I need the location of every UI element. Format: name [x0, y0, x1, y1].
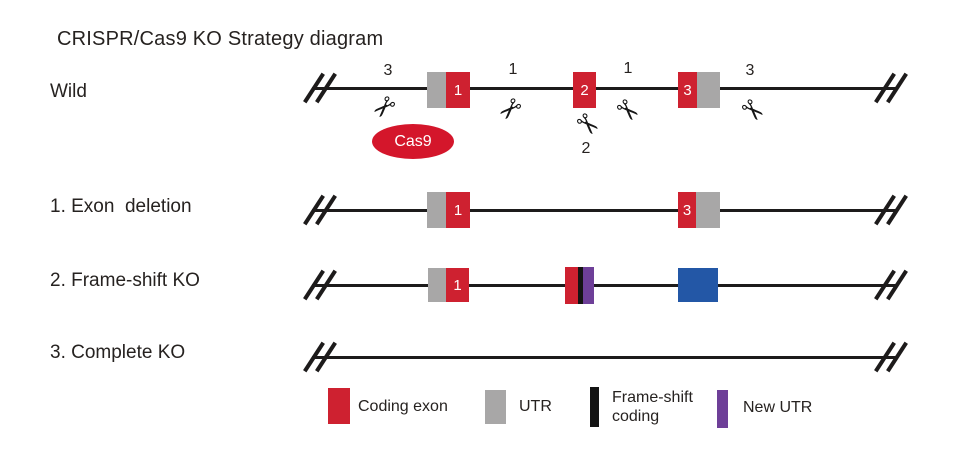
exon3-box-exon-deletion: 3 [678, 192, 696, 228]
gene-line-frameshift [312, 284, 898, 287]
exon1-box-frameshift: 1 [446, 268, 469, 302]
noncoding-exon3-box [678, 268, 718, 302]
line-break-icon [874, 339, 910, 375]
frameshift-coding-box [578, 267, 583, 304]
line-break-icon [874, 70, 910, 106]
line-break-icon [303, 70, 339, 106]
scissors-icon: ✂ [608, 91, 647, 130]
utr3-box-exon-deletion [696, 192, 720, 228]
legend-label-new-utr: New UTR [743, 399, 813, 416]
cut-site-number: 1 [623, 60, 633, 77]
utr5-box-frameshift [428, 268, 446, 302]
legend-label-coding-exon: Coding exon [358, 398, 448, 415]
page-title: CRISPR/Cas9 KO Strategy diagram [57, 28, 384, 50]
line-break-icon [303, 192, 339, 228]
cut-site-number: 3 [383, 62, 393, 79]
new-utr-box [583, 267, 594, 304]
legend-swatch-new-utr [717, 390, 728, 428]
cut-site-number: 2 [581, 140, 591, 157]
exon2-box-wild: 2 [573, 72, 596, 108]
scissors-icon: ✂ [365, 88, 404, 127]
scissors-icon: ✂ [733, 91, 772, 130]
legend-swatch-coding-exon [328, 388, 350, 424]
row-label-frameshift: 2. Frame-shift KO [50, 270, 200, 291]
legend-swatch-utr [485, 390, 506, 424]
exon1-box-wild: 1 [446, 72, 470, 108]
line-break-icon [303, 267, 339, 303]
utr5-box-wild [427, 72, 446, 108]
gene-line-wild [312, 87, 898, 90]
gene-line-exon-deletion [312, 209, 898, 212]
line-break-icon [874, 267, 910, 303]
scissors-icon: ✂ [491, 90, 530, 129]
utr5-box-exon-deletion [427, 192, 446, 228]
cut-site-number: 3 [745, 62, 755, 79]
legend-swatch-frameshift-coding [590, 387, 599, 427]
coding-remnant-box [565, 267, 578, 304]
row-label-exon-deletion: 1. Exon deletion [50, 196, 192, 217]
exon3-box-wild: 3 [678, 72, 697, 108]
line-break-icon [874, 192, 910, 228]
cut-site-number: 1 [508, 61, 518, 78]
legend-label-frameshift-coding: Frame-shift coding [612, 389, 693, 425]
exon1-box-exon-deletion: 1 [446, 192, 470, 228]
line-break-icon [303, 339, 339, 375]
legend-label-utr: UTR [519, 398, 552, 415]
scissors-icon: ✂ [568, 105, 607, 144]
cas9-badge: Cas9 [372, 124, 454, 159]
utr3-box-wild [697, 72, 720, 108]
gene-line-complete-ko [312, 356, 898, 359]
row-label-complete-ko: 3. Complete KO [50, 342, 186, 363]
row-label-wild: Wild [50, 81, 87, 102]
